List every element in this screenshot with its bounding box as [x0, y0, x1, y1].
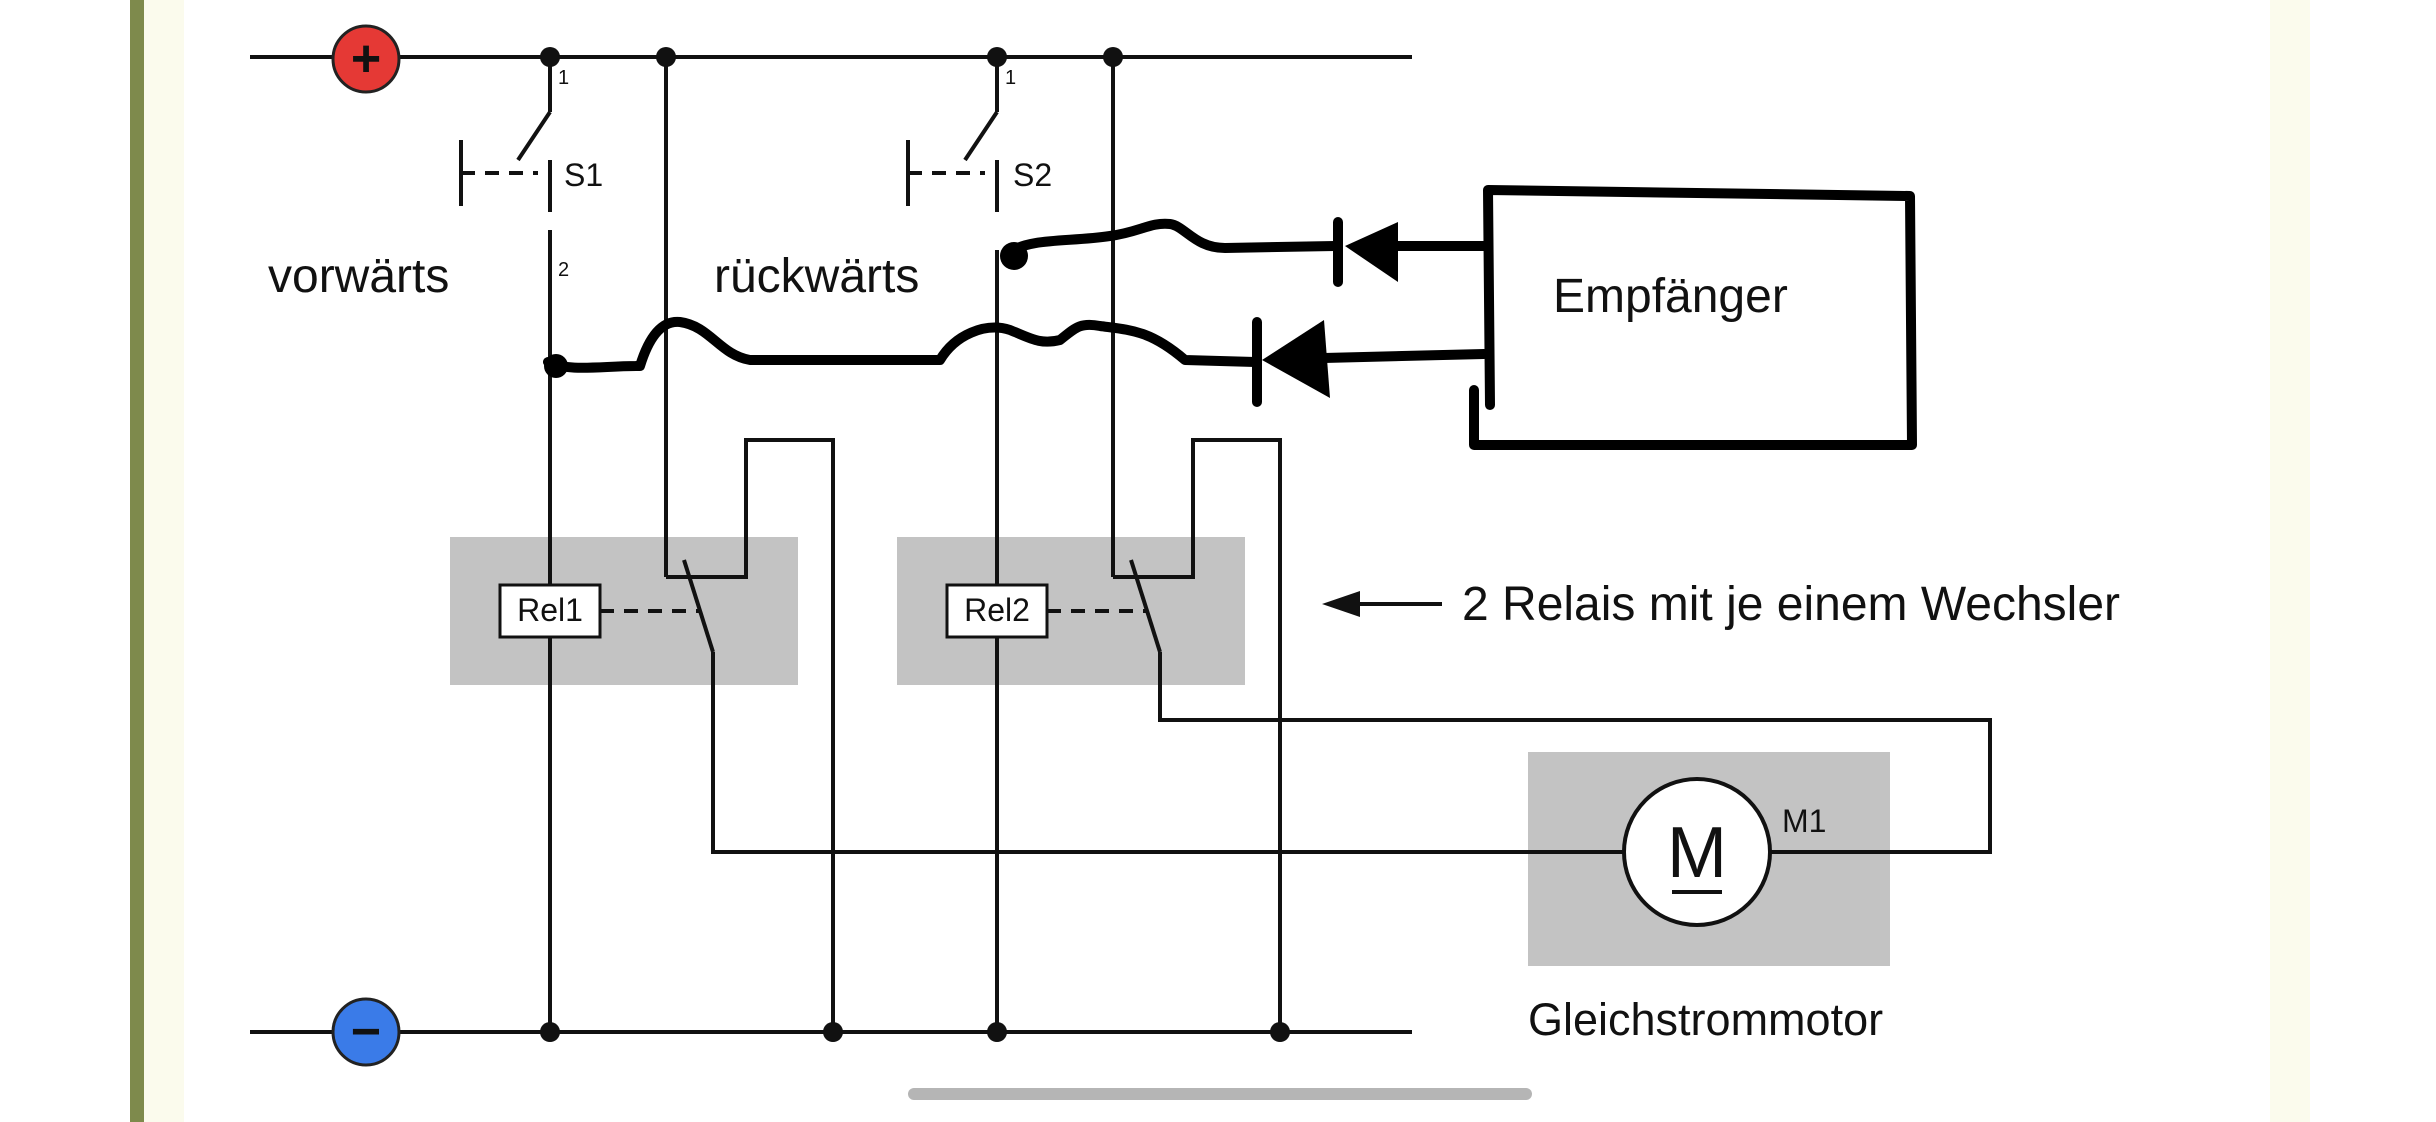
junction-dot — [987, 47, 1007, 67]
junction-dot — [540, 47, 560, 67]
hand-junction-s1 — [544, 354, 568, 378]
left-edge-bar — [130, 0, 144, 1122]
s1-contact-arm — [516, 110, 552, 162]
annotation-text: 2 Relais mit je einem Wechsler — [1462, 578, 2120, 631]
motor-designator: M1 — [1782, 803, 1826, 839]
plus-terminal-icon — [331, 24, 401, 94]
receiver-wire-lower — [543, 316, 1260, 373]
receiver-label: Empfänger — [1553, 270, 1788, 323]
rel1-label: Rel1 — [517, 592, 583, 628]
rel2-contact-wire — [1113, 438, 1282, 1032]
junction-dot — [656, 47, 676, 67]
s2-pin-top: 1 — [1005, 67, 1016, 89]
s1-pin-top: 1 — [558, 67, 569, 89]
rel2-switch-arm — [1129, 559, 1162, 653]
s1-caption: vorwärts — [268, 250, 449, 303]
junction-dot — [1103, 47, 1123, 67]
s2-caption: rückwärts — [714, 250, 919, 303]
s1-pin-bottom: 2 — [558, 259, 569, 281]
s2-contact-arm — [963, 110, 999, 162]
left-margin — [144, 0, 184, 1122]
junction-dot — [540, 1022, 560, 1042]
right-margin — [2270, 0, 2310, 1122]
rel2-coil — [945, 583, 1049, 639]
plus-terminal-sign: + — [351, 30, 381, 88]
hand-junction-s2 — [1000, 242, 1028, 270]
receiver-box — [1469, 185, 1917, 450]
diode-icon — [1333, 217, 1489, 287]
minus-terminal-icon — [331, 997, 401, 1067]
rel2-to-motor-wire — [1158, 652, 1992, 854]
rel1-coil — [498, 583, 602, 639]
minus-terminal-sign: − — [351, 1003, 381, 1061]
home-indicator[interactable] — [908, 1088, 1532, 1100]
rel1-switch-arm — [682, 559, 715, 653]
receiver-wire-upper — [1005, 218, 1340, 257]
s1-label: S1 — [564, 157, 603, 193]
rel1-contact-wire — [666, 438, 835, 1032]
junction-dot — [987, 1022, 1007, 1042]
s2-label: S2 — [1013, 157, 1052, 193]
motor-icon — [1622, 777, 1772, 927]
diode-icon — [1252, 317, 1489, 407]
motor-caption: Gleichstrommotor — [1528, 994, 1883, 1045]
arrow-left-icon — [1322, 591, 1360, 617]
rel1-to-motor-wire — [711, 652, 1624, 854]
junction-dot — [1270, 1022, 1290, 1042]
junction-dot — [823, 1022, 843, 1042]
rel2-label: Rel2 — [964, 592, 1030, 628]
motor-symbol: M — [1667, 813, 1727, 893]
